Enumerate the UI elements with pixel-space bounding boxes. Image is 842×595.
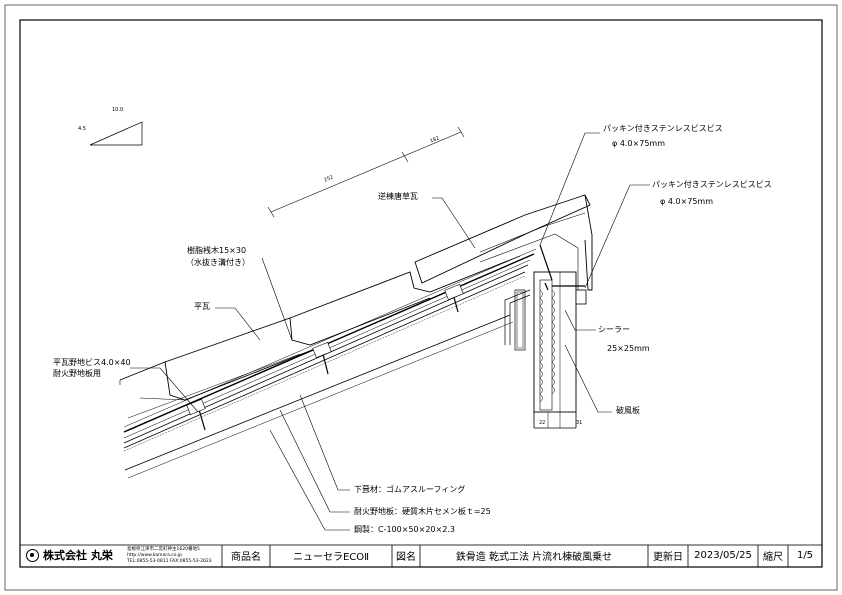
ridge-tile-label: 逆棟唐草瓦 (378, 192, 418, 201)
company-logo-icon (26, 549, 39, 562)
flat-tile-label: 平瓦 (194, 302, 210, 311)
sheathing-label: 耐火野地板：硬質木片セメン板ｔ=25 (354, 507, 491, 516)
barge-board-label: 破風板 (616, 406, 640, 415)
batten-label: 樹脂桟木15×30 (187, 246, 247, 255)
drawing-name: 鉄骨造 乾式工法 片流れ棟破風乗せ (455, 551, 613, 563)
steel-purlin (504, 289, 531, 345)
slope-rise-label: 4.5 (78, 126, 86, 132)
screw-1-size-label: φ 4.0×75mm (612, 139, 666, 148)
roof-section (119, 194, 593, 479)
underlay-label: 下葺材：ゴムアスルーフィング (354, 485, 466, 494)
screw-1-label: パッキン付きステンレスビスビス (603, 124, 723, 133)
slope-indicator (89, 121, 143, 146)
dimension-line (267, 126, 465, 218)
screw-2-size-label: φ 4.0×75mm (660, 197, 714, 206)
sheathing-screw-label: 平瓦野地ビス4.0×40 (53, 358, 131, 367)
updated-label: 更新日 (653, 551, 683, 563)
outer-frame (4, 4, 838, 591)
sealer-size-label: 25×25mm (607, 344, 650, 353)
product-name: ニューセラECOⅡ (292, 551, 370, 563)
dimension-sealer-h-label: 31 (576, 420, 583, 426)
dimension-sealer-w-label: 22 (539, 420, 546, 426)
batten-blocks (186, 283, 464, 416)
steel-label: 鋼製：C-100×50×20×2.3 (354, 525, 455, 534)
barge-board (533, 271, 587, 429)
scale-value: 1/5 (796, 549, 814, 561)
drawing-name-label: 図名 (396, 551, 416, 563)
scale-label: 縮尺 (763, 551, 783, 563)
company-info-2: TEL:0855-53-0811 FAX:0855-53-2623 (127, 559, 212, 564)
company-info-0: 島根県江津市二宮町神主1620番地5 (127, 547, 200, 552)
slope-run-label: 10.0 (112, 107, 124, 113)
company-name: 株式会社 丸栄 (43, 549, 113, 562)
product-label: 商品名 (231, 551, 261, 563)
updated-date: 2023/05/25 (694, 549, 752, 561)
batten-note-label: （水抜き溝付き） (186, 258, 250, 267)
sealer-label: シーラー (598, 325, 630, 334)
title-block-grid (19, 544, 823, 568)
company-info-1: http://www.kamara.co.jp (127, 553, 182, 558)
leader-lines (130, 132, 650, 531)
sheathing-screw-note-label: 耐火野地板用 (53, 369, 101, 378)
screws (197, 244, 585, 431)
screw-2-label: パッキン付きステンレスビスビス (652, 180, 772, 189)
